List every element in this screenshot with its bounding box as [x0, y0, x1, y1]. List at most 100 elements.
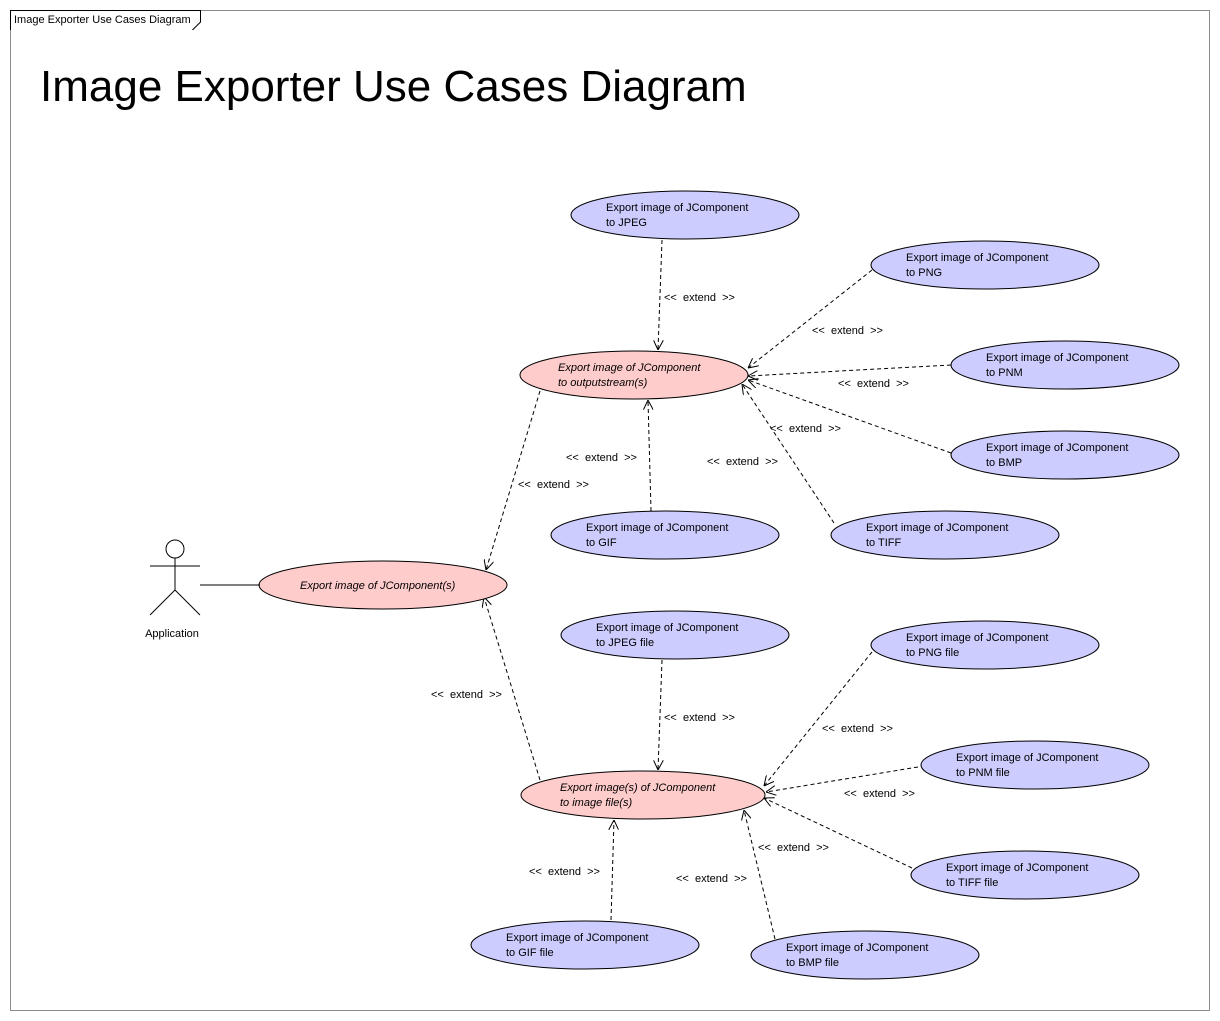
extend-arrow [748, 269, 873, 368]
actor-right-leg [174, 589, 201, 616]
extend-stereotype-label: << extend >> [518, 479, 589, 491]
extend-relation-jpeg-file[interactable]: << extend >> [658, 659, 735, 770]
use-case-ellipse [519, 350, 749, 400]
extend-stereotype-label: << extend >> [812, 325, 883, 337]
use-case-label-line: Export image of JComponent [596, 622, 738, 634]
use-case-label-line: Export image of JComponent [586, 522, 728, 534]
use-case-label-line: Export image(s) of JComponent [560, 782, 716, 794]
use-case-jpeg-file[interactable]: Export image of JComponent to JPEG file [560, 610, 790, 660]
extend-stereotype-label: << extend >> [676, 873, 747, 885]
extend-stereotype-label: << extend >> [707, 456, 778, 468]
extend-arrow [744, 810, 776, 940]
use-case-jpeg[interactable]: Export image of JComponent to JPEG [570, 190, 800, 240]
extend-arrow [748, 364, 952, 376]
use-case-label-line: Export image of JComponent [986, 352, 1128, 364]
use-case-label-line: to TIFF file [946, 877, 998, 889]
extend-stereotype-label: << extend >> [566, 452, 637, 464]
use-case-label-line: to GIF [586, 537, 617, 549]
extend-arrow [766, 766, 919, 792]
use-case-label-line: Export image of JComponent [506, 932, 648, 944]
actor-name: Application [145, 628, 199, 640]
use-case-ellipse [750, 930, 980, 980]
extend-arrow [764, 798, 913, 869]
use-case-label-line: to TIFF [866, 537, 902, 549]
use-case-label-line: Export image of JComponent [866, 522, 1008, 534]
use-case-export-image-file[interactable]: Export image(s) of JComponent to image fi… [520, 770, 766, 820]
use-case-label-line: Export image of JComponent [606, 202, 748, 214]
use-case-bmp-file[interactable]: Export image of JComponent to BMP file [750, 930, 980, 980]
extend-relation-jpeg[interactable]: << extend >> [658, 239, 735, 350]
use-case-ellipse [950, 430, 1180, 480]
use-case-label-line: to PNG [906, 267, 942, 279]
use-case-label-line: to image file(s) [560, 797, 632, 809]
extend-relation-bmp-file[interactable]: << extend >> [676, 810, 776, 940]
extend-arrow [648, 400, 651, 512]
extend-arrow [486, 390, 541, 570]
use-case-label-line: to BMP [986, 457, 1022, 469]
use-case-label-line: to GIF file [506, 947, 554, 959]
extend-relation-tiff[interactable]: << extend >> [707, 384, 835, 524]
use-case-export-components[interactable]: Export image of JComponent(s) [258, 560, 508, 610]
diagram-frame [10, 10, 1210, 1011]
extend-relation-png[interactable]: << extend >> [748, 269, 883, 368]
extend-stereotype-label: << extend >> [664, 292, 735, 304]
extend-arrow [658, 659, 662, 770]
use-case-label-line: Export image of JComponent [786, 942, 928, 954]
extend-relation-pnm[interactable]: << extend >> [748, 364, 952, 390]
use-case-ellipse [910, 850, 1140, 900]
use-case-pnm[interactable]: Export image of JComponent to PNM [950, 340, 1180, 390]
use-case-ellipse [870, 620, 1100, 670]
use-case-tiff[interactable]: Export image of JComponent to TIFF [830, 510, 1060, 560]
use-case-label-line: to PNG file [906, 647, 959, 659]
use-case-pnm-file[interactable]: Export image of JComponent to PNM file [920, 740, 1150, 790]
extend-stereotype-label: << extend >> [838, 378, 909, 390]
extend-relation-gif-file[interactable]: << extend >> [529, 820, 614, 921]
use-case-bmp[interactable]: Export image of JComponent to BMP [950, 430, 1180, 480]
use-case-gif-file[interactable]: Export image of JComponent to GIF file [470, 920, 700, 970]
use-case-label-line: to JPEG file [596, 637, 654, 649]
extend-arrow [764, 651, 873, 786]
use-case-label-line: to BMP file [786, 957, 839, 969]
extend-arrow [748, 380, 952, 454]
extend-relation-export-image-file[interactable]: << extend >> [431, 597, 541, 781]
frame-tab-label: Image Exporter Use Cases Diagram [14, 14, 191, 26]
use-case-ellipse [520, 770, 766, 820]
extend-arrow [611, 820, 614, 921]
extend-stereotype-label: << extend >> [431, 689, 502, 701]
use-case-ellipse [560, 610, 790, 660]
use-case-label-line: to PNM file [956, 767, 1010, 779]
extend-relation-export-outputstream[interactable]: << extend >> [486, 390, 589, 570]
extend-stereotype-label: << extend >> [844, 788, 915, 800]
actor-left-leg [149, 589, 176, 616]
use-case-label-line: Export image of JComponent [986, 442, 1128, 454]
use-case-ellipse [570, 190, 800, 240]
extend-arrow [658, 239, 662, 350]
extend-arrow [484, 597, 541, 781]
relations-layer: << extend >><< extend >><< extend >><< e… [431, 239, 952, 940]
extend-stereotype-label: << extend >> [664, 712, 735, 724]
use-case-label-line: to JPEG [606, 217, 647, 229]
extend-relation-pnm-file[interactable]: << extend >> [766, 766, 919, 800]
extend-relation-tiff-file[interactable]: << extend >> [758, 798, 913, 869]
extend-arrow [742, 384, 835, 524]
extend-relation-gif[interactable]: << extend >> [566, 400, 651, 512]
use-case-ellipse [870, 240, 1100, 290]
use-case-ellipse [950, 340, 1180, 390]
use-case-ellipse [830, 510, 1060, 560]
use-case-label-line: to PNM [986, 367, 1023, 379]
actor[interactable]: Application [145, 539, 260, 640]
extend-relation-png-file[interactable]: << extend >> [764, 651, 893, 786]
frame-tab [10, 10, 201, 30]
use-case-gif[interactable]: Export image of JComponent to GIF [550, 510, 780, 560]
use-case-label-line: Export image of JComponent [956, 752, 1098, 764]
extend-relation-bmp[interactable]: << extend >> [748, 380, 952, 454]
use-case-label-line: to outputstream(s) [558, 377, 648, 389]
use-case-ellipse [920, 740, 1150, 790]
extend-stereotype-label: << extend >> [822, 723, 893, 735]
extend-stereotype-label: << extend >> [529, 866, 600, 878]
